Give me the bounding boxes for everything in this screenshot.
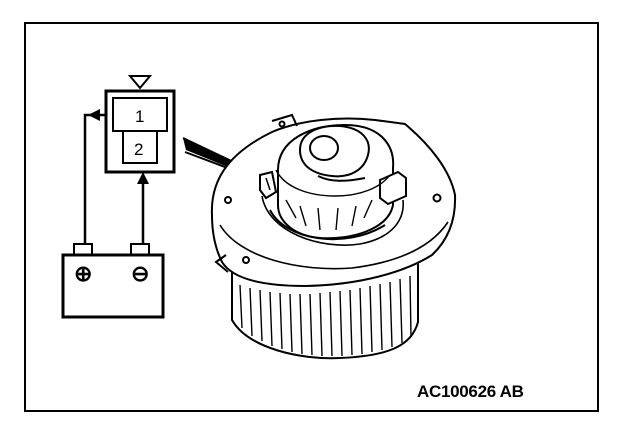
blower-motor — [210, 113, 457, 360]
mounting-hole-1 — [432, 193, 442, 203]
connector-pin-1-label: 1 — [135, 107, 144, 126]
positive-lead — [83, 113, 106, 244]
battery-case — [61, 253, 165, 319]
fan-blades — [239, 275, 412, 357]
positive-lead-arrowhead — [88, 109, 100, 121]
negative-lead-arrowhead — [137, 172, 149, 184]
mounting-hole-3 — [224, 196, 232, 204]
battery-negative-symbol: ⊖ — [131, 261, 149, 286]
connector-pin-2 — [122, 130, 158, 164]
connector-pin-2-label: 2 — [134, 140, 143, 159]
battery-positive-symbol: ⊕ — [74, 261, 92, 286]
motor-terminal-box — [379, 170, 407, 206]
connector-orientation-mark — [127, 75, 153, 90]
battery: ⊕ ⊖ — [61, 243, 165, 319]
motor-lead — [317, 175, 366, 182]
connector: 1 2 — [104, 75, 176, 174]
figure-code: AC100626 AB — [417, 382, 524, 401]
mounting-hole-2 — [242, 256, 250, 264]
